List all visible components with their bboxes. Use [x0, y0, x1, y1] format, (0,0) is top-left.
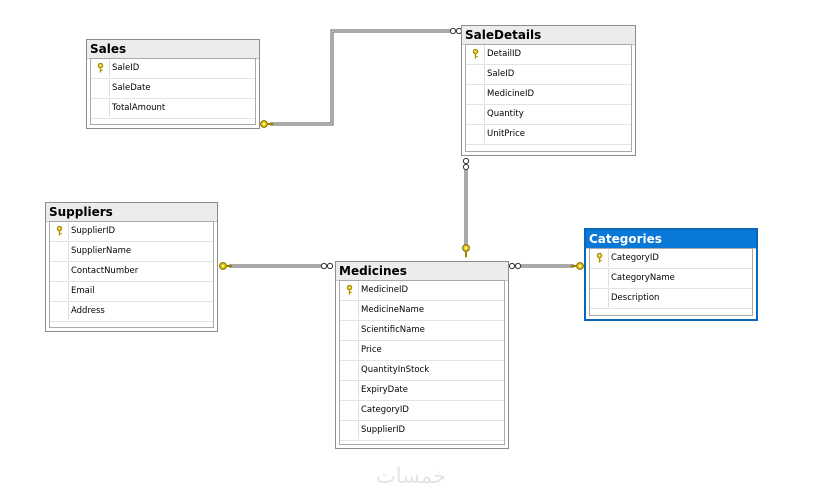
column-name: CategoryName — [611, 273, 675, 283]
row-selector — [340, 361, 359, 379]
column-row[interactable]: SupplierName — [50, 242, 213, 262]
column-name: SupplierID — [361, 425, 406, 435]
column-row[interactable]: SaleID — [466, 65, 631, 85]
relationship-line — [270, 29, 452, 126]
column-name: CategoryID — [361, 405, 409, 415]
key-icon — [346, 285, 353, 295]
column-name: Quantity — [487, 109, 524, 119]
table-title[interactable]: SaleDetails — [462, 26, 635, 45]
column-name: Email — [71, 286, 95, 296]
key-icon — [570, 262, 584, 270]
row-selector — [340, 321, 359, 339]
column-name: ExpiryDate — [361, 385, 408, 395]
column-row[interactable]: UnitPrice — [466, 125, 631, 145]
column-name: SaleDate — [112, 83, 151, 93]
column-row[interactable]: CategoryName — [590, 269, 752, 289]
infinity-icon — [508, 262, 522, 270]
row-selector — [466, 105, 485, 123]
column-name: Description — [611, 293, 660, 303]
column-name: MedicineName — [361, 305, 425, 315]
column-name: ScientificName — [361, 325, 425, 335]
column-name: UnitPrice — [487, 129, 526, 139]
row-selector — [50, 302, 69, 320]
infinity-icon — [449, 27, 463, 35]
column-row[interactable]: ScientificName — [340, 321, 504, 341]
column-row[interactable]: QuantityInStock — [340, 361, 504, 381]
column-row[interactable]: ContactNumber — [50, 262, 213, 282]
table-title[interactable]: Suppliers — [46, 203, 217, 222]
column-row[interactable]: SupplierID — [50, 222, 213, 242]
column-name: MedicineID — [487, 89, 535, 99]
watermark-logo: خمسات — [375, 464, 447, 488]
row-selector — [340, 341, 359, 359]
column-name: SaleID — [112, 63, 140, 73]
column-row[interactable]: ExpiryDate — [340, 381, 504, 401]
column-row[interactable]: MedicineID — [340, 281, 504, 301]
column-row[interactable]: Address — [50, 302, 213, 322]
column-name: SupplierID — [71, 226, 116, 236]
column-name: MedicineID — [361, 285, 409, 295]
column-name: Price — [361, 345, 382, 355]
row-selector — [50, 262, 69, 280]
row-selector — [340, 421, 359, 439]
row-selector — [340, 281, 359, 299]
row-selector — [590, 249, 609, 267]
table-title[interactable]: Categories — [586, 230, 756, 249]
row-selector — [50, 282, 69, 300]
column-row[interactable]: TotalAmount — [91, 99, 255, 119]
row-selector — [590, 289, 609, 307]
column-row[interactable]: MedicineID — [466, 85, 631, 105]
key-icon — [56, 226, 63, 236]
row-selector — [466, 85, 485, 103]
column-row[interactable]: Price — [340, 341, 504, 361]
row-selector — [340, 381, 359, 399]
row-selector — [466, 65, 485, 83]
column-row[interactable]: MedicineName — [340, 301, 504, 321]
key-icon — [219, 262, 233, 270]
column-name: Address — [71, 306, 105, 316]
row-selector — [50, 222, 69, 240]
row-selector — [340, 301, 359, 319]
row-selector — [91, 99, 110, 117]
row-selector — [466, 45, 485, 63]
column-name: DetailID — [487, 49, 522, 59]
key-icon — [97, 63, 104, 73]
row-selector — [91, 59, 110, 77]
row-selector — [466, 125, 485, 143]
column-name: CategoryID — [611, 253, 659, 263]
key-icon — [462, 244, 470, 258]
column-row[interactable]: CategoryID — [340, 401, 504, 421]
key-icon — [596, 253, 603, 263]
row-selector — [50, 242, 69, 260]
column-row[interactable]: Description — [590, 289, 752, 309]
column-name: SaleID — [487, 69, 515, 79]
infinity-icon — [320, 262, 334, 270]
table-title[interactable]: Sales — [87, 40, 259, 59]
column-row[interactable]: SaleDate — [91, 79, 255, 99]
infinity-icon — [462, 157, 470, 171]
key-icon — [260, 120, 274, 128]
column-row[interactable]: Quantity — [466, 105, 631, 125]
column-name: TotalAmount — [112, 103, 166, 113]
column-row[interactable]: CategoryID — [590, 249, 752, 269]
column-row[interactable]: DetailID — [466, 45, 631, 65]
column-row[interactable]: Email — [50, 282, 213, 302]
column-row[interactable]: SaleID — [91, 59, 255, 79]
column-row[interactable]: SupplierID — [340, 421, 504, 441]
row-selector — [590, 269, 609, 287]
row-selector — [91, 79, 110, 97]
column-name: ContactNumber — [71, 266, 139, 276]
column-name: QuantityInStock — [361, 365, 430, 375]
column-name: SupplierName — [71, 246, 132, 256]
row-selector — [340, 401, 359, 419]
table-title[interactable]: Medicines — [336, 262, 508, 281]
table-saledetails[interactable]: SaleDetails DetailID SaleID MedicineID Quan… — [461, 25, 636, 156]
key-icon — [472, 49, 479, 59]
